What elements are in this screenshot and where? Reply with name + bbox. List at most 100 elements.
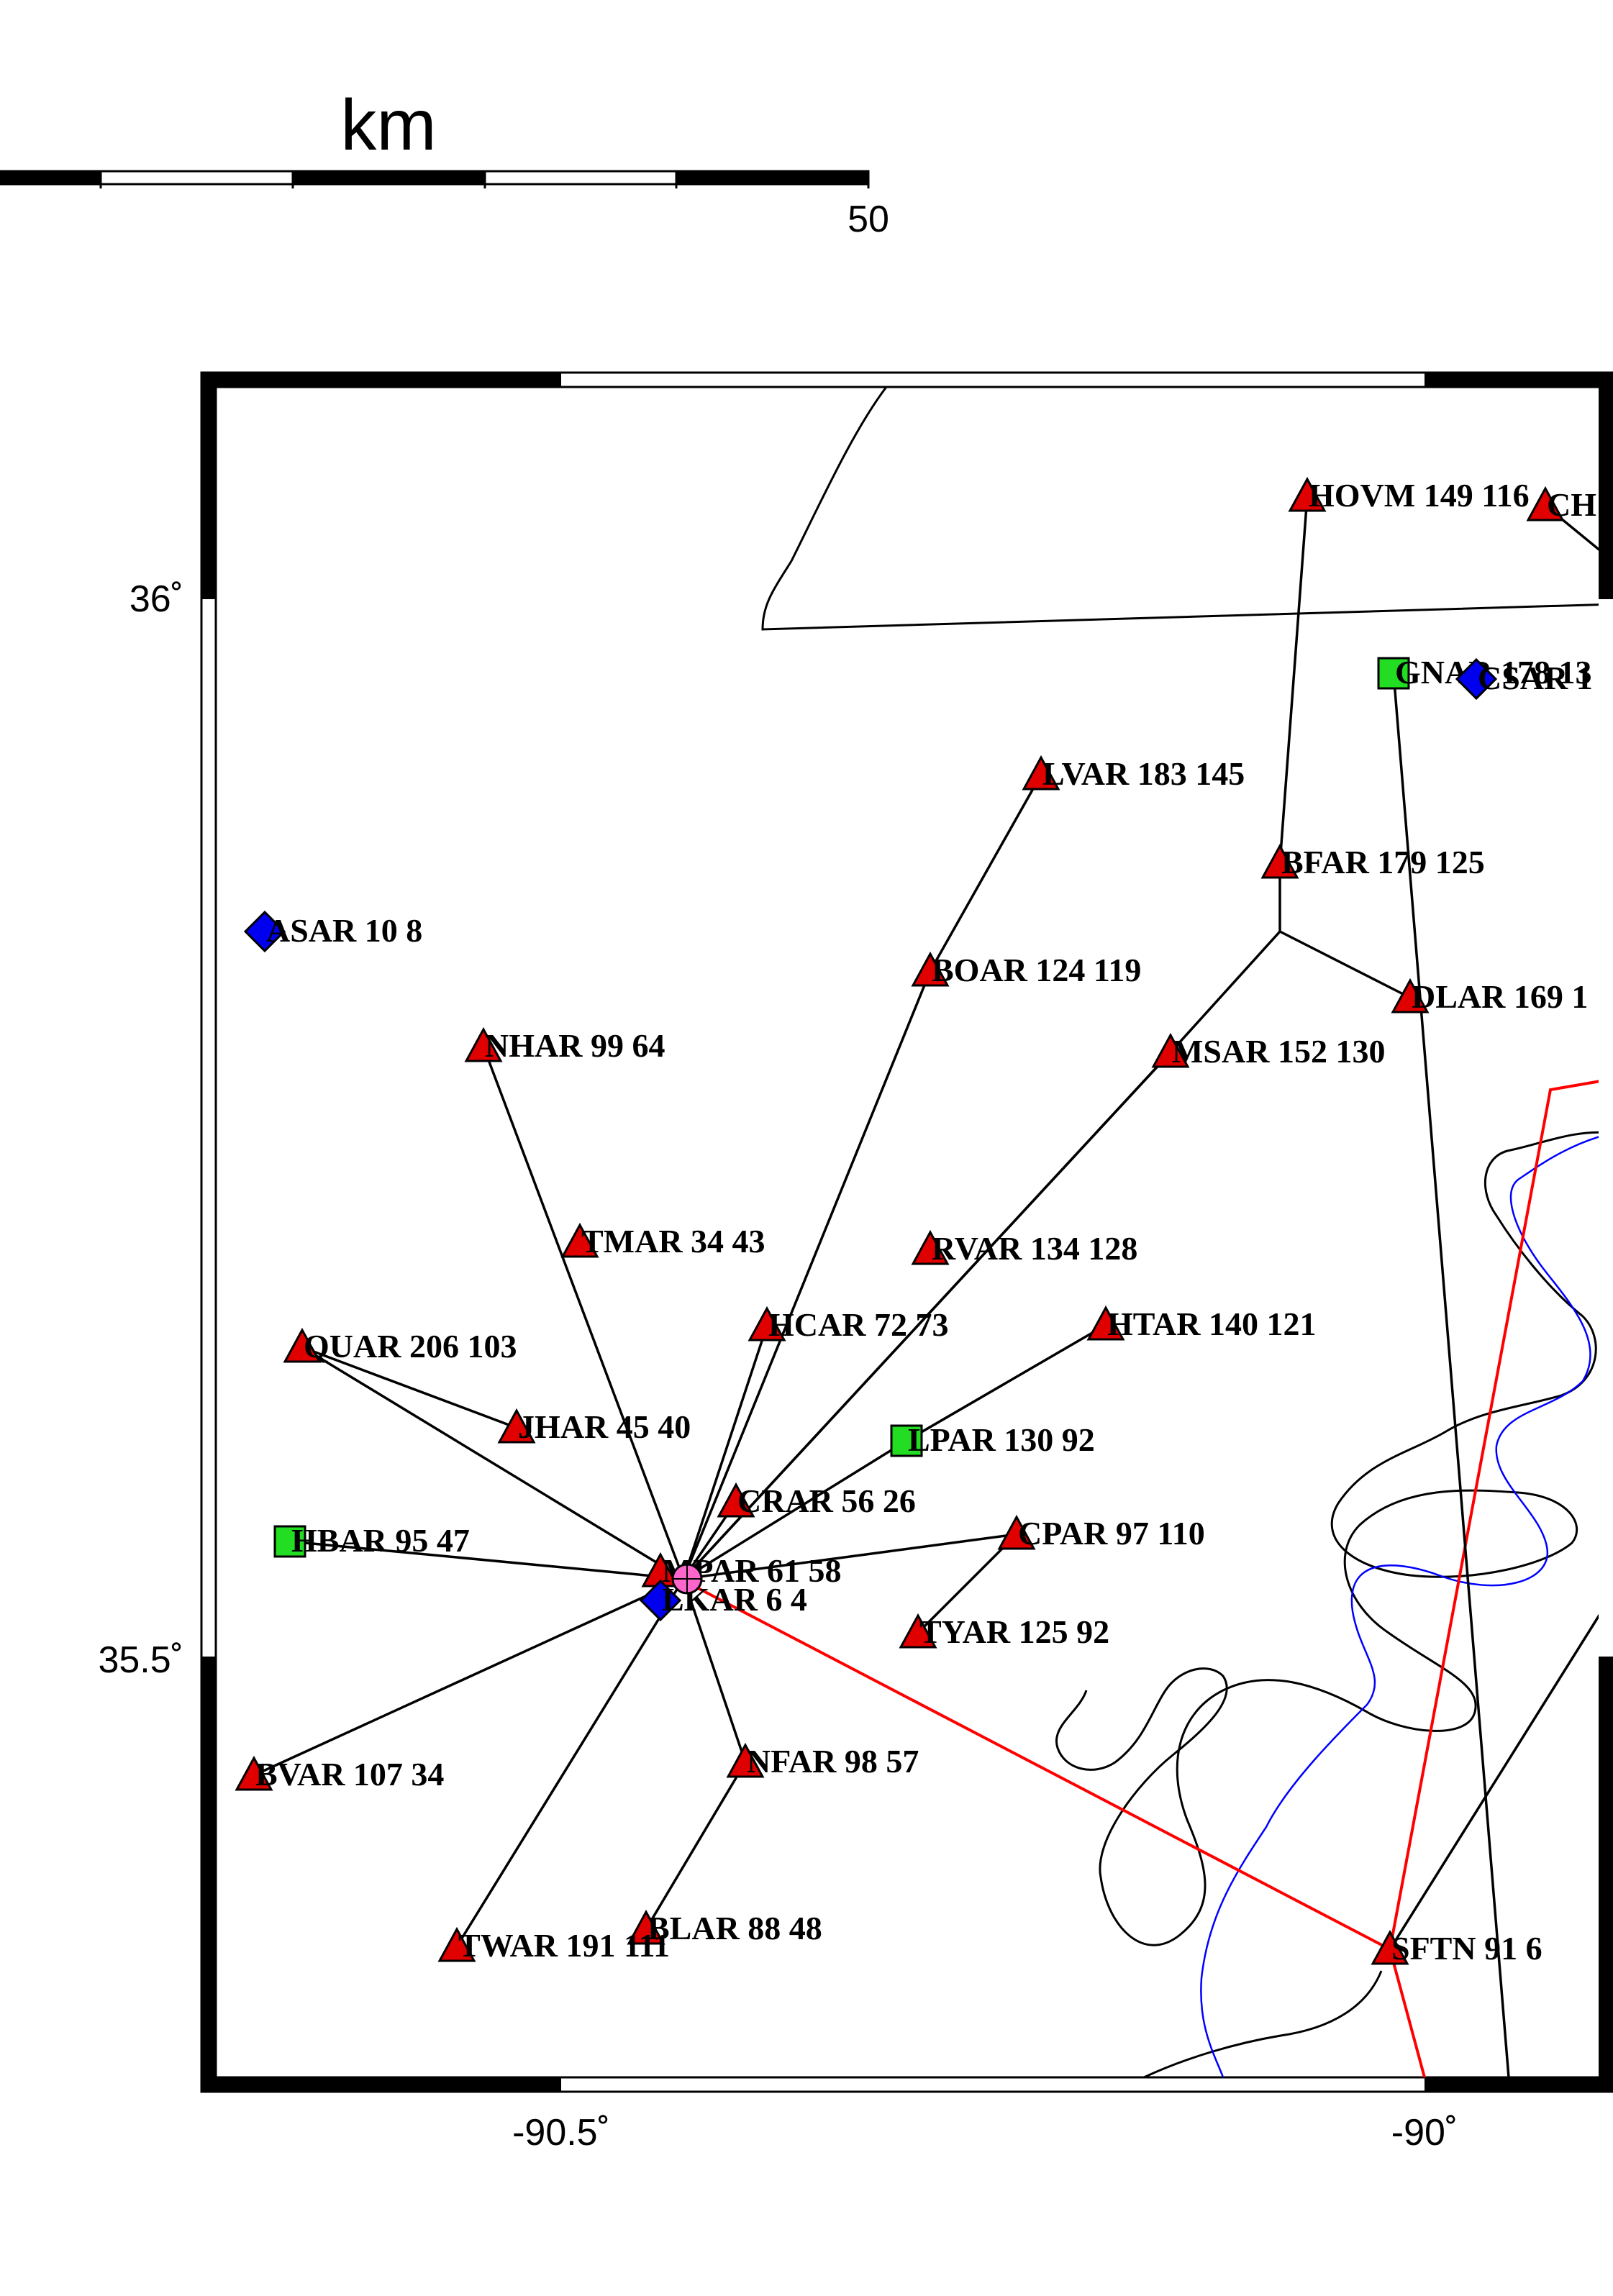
- triangle-station-icon: [464, 1026, 503, 1062]
- triangle-station-icon: [1391, 978, 1430, 1013]
- station-bvar: BVAR 107 34: [235, 1755, 444, 1792]
- station-lvar: LVAR 183 145: [1022, 755, 1245, 792]
- station-blar: BLAR 88 48: [627, 1909, 822, 1946]
- station-nhar: NHAR 99 64: [464, 1026, 665, 1064]
- station-label: BLAR 88 48: [648, 1910, 822, 1946]
- triangle-station-icon: [1151, 1032, 1190, 1068]
- triangle-station-icon: [1260, 843, 1299, 879]
- station-label: TYAR 125 92: [919, 1613, 1109, 1650]
- station-asar: ASAR 10 8: [243, 910, 422, 953]
- station-label: DLAR 169 1: [1412, 978, 1588, 1015]
- station-label: NFAR 98 57: [747, 1743, 919, 1780]
- red-path-line: [686, 1581, 1391, 1951]
- station-sftn: SFTN 91 6: [1371, 1929, 1542, 1967]
- station-jhar: JHAR 45 40: [497, 1408, 691, 1445]
- geography: [686, 387, 1599, 2077]
- station-label: SFTN 91 6: [1391, 1930, 1542, 1967]
- triangle-station-icon: [726, 1742, 765, 1778]
- map-frame: [200, 371, 1613, 2093]
- scale-bar-end-label: 50: [848, 199, 889, 240]
- station-cpar: CPAR 97 110: [997, 1514, 1205, 1552]
- station-label: NHAR 99 64: [485, 1027, 665, 1064]
- lat-label-35-5: 35.5˚: [98, 1639, 183, 1681]
- triangle-station-icon: [748, 1306, 786, 1341]
- station-label: TMAR 34 43: [581, 1223, 765, 1259]
- station-boar: BOAR 124 119: [911, 951, 1141, 988]
- triangle-station-icon: [911, 951, 950, 987]
- station-label: LPAR 130 92: [908, 1421, 1095, 1458]
- station-label: CSAR 1: [1478, 660, 1593, 696]
- station-nfar: NFAR 98 57: [726, 1742, 919, 1780]
- station-label: RVAR 134 128: [932, 1230, 1137, 1267]
- diamond-station-icon: [1455, 657, 1498, 701]
- scale-bar: km 50: [0, 85, 889, 240]
- station-msar: MSAR 152 130: [1151, 1032, 1385, 1070]
- station-label: CRAR 56 26: [737, 1482, 916, 1519]
- station-hovm: HOVM 149 116: [1288, 476, 1530, 514]
- triangle-station-icon: [497, 1408, 536, 1444]
- square-station-icon: [890, 1424, 923, 1457]
- station-label: HCAR 72 73: [768, 1306, 948, 1343]
- triangle-station-icon: [997, 1514, 1036, 1550]
- station-twar: TWAR 191 111: [437, 1926, 670, 1964]
- triangle-station-icon: [560, 1222, 599, 1258]
- triangle-station-icon: [1288, 476, 1327, 512]
- axis-labels: 36˚ 35.5˚ -90.5˚ -90˚: [98, 578, 1458, 2154]
- triangle-station-icon: [1086, 1305, 1125, 1341]
- station-lkar: LKAR 6 4: [639, 1579, 807, 1622]
- station-quar: QUAR 206 103: [283, 1327, 517, 1365]
- diamond-station-icon: [639, 1579, 682, 1622]
- station-label: ASAR 10 8: [266, 912, 422, 949]
- lon-label-90: -90˚: [1391, 2112, 1458, 2154]
- station-label: CPAR 97 110: [1018, 1515, 1205, 1552]
- epicenter-star: [671, 1563, 703, 1595]
- triangle-station-icon: [911, 1229, 950, 1265]
- square-station-icon: [273, 1525, 306, 1558]
- station-hbar: HBAR 95 47: [273, 1522, 470, 1559]
- station-label: CH: [1547, 486, 1596, 523]
- lon-label-90-5: -90.5˚: [512, 2112, 610, 2154]
- station-tyar: TYAR 125 92: [899, 1613, 1109, 1650]
- station-gnar: GNAR 178 13: [1377, 654, 1591, 691]
- square-station-icon: [1377, 657, 1410, 690]
- state-boundary-line: [761, 387, 1599, 631]
- station-rvar: RVAR 134 128: [911, 1229, 1137, 1267]
- station-label: HBAR 95 47: [291, 1522, 470, 1559]
- triangle-station-icon: [437, 1926, 476, 1962]
- triangle-station-icon: [283, 1327, 322, 1363]
- station-label: BVAR 107 34: [255, 1756, 444, 1792]
- river-line: [1200, 1136, 1599, 2077]
- triangle-station-icon: [235, 1755, 273, 1791]
- scale-bar-unit: km: [340, 85, 436, 165]
- station-label: MSAR 152 130: [1172, 1033, 1385, 1070]
- river-bank-outline-lower: [1143, 1970, 1383, 2077]
- station-label: BOAR 124 119: [932, 952, 1141, 988]
- station-dlar: DLAR 169 1: [1391, 978, 1588, 1015]
- diamond-station-icon: [243, 910, 286, 953]
- station-hcar: HCAR 72 73: [748, 1306, 948, 1343]
- triangle-station-icon: [1526, 486, 1565, 521]
- station-bfar: BFAR 179 125: [1260, 843, 1485, 880]
- station-label: QUAR 206 103: [304, 1328, 517, 1365]
- station-tmar: TMAR 34 43: [560, 1222, 765, 1259]
- station-htar: HTAR 140 121: [1086, 1305, 1317, 1342]
- triangle-station-icon: [1022, 755, 1060, 791]
- triangle-station-icon: [627, 1909, 665, 1945]
- station-label: JHAR 45 40: [518, 1408, 691, 1445]
- triangle-station-icon: [899, 1613, 937, 1649]
- station-label: GNAR 178 13: [1395, 654, 1591, 691]
- triangle-station-icon: [717, 1482, 755, 1518]
- station-ch: CH: [1526, 486, 1596, 523]
- station-label: HTAR 140 121: [1107, 1306, 1317, 1342]
- lat-label-36: 36˚: [130, 578, 183, 620]
- station-label: LVAR 183 145: [1042, 755, 1245, 792]
- station-crar: CRAR 56 26: [717, 1482, 916, 1519]
- triangle-station-icon: [1371, 1929, 1409, 1965]
- station-label: TWAR 191 111: [458, 1927, 670, 1964]
- river-bank-outline: [1055, 1131, 1599, 1946]
- station-label: BFAR 179 125: [1281, 844, 1485, 880]
- station-lpar: LPAR 130 92: [890, 1421, 1095, 1458]
- station-csar: CSAR 1: [1455, 657, 1593, 701]
